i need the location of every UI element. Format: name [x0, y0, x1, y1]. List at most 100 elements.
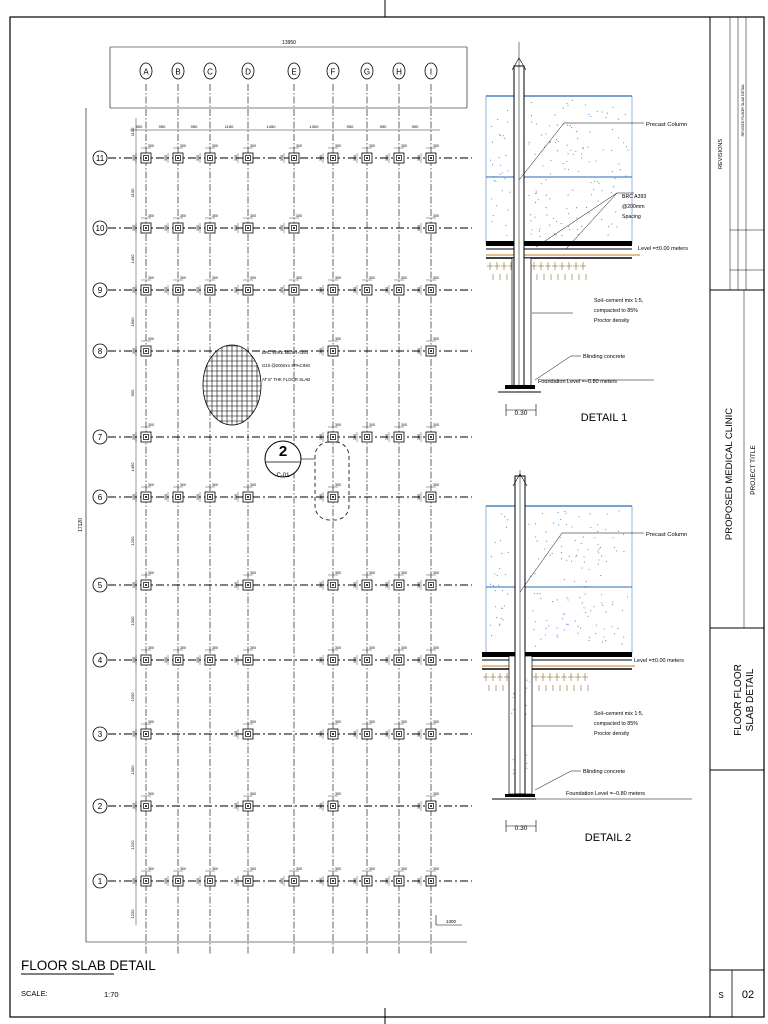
stipple-dot: [551, 552, 553, 555]
column-center: [177, 157, 179, 159]
stipple-dot: [605, 560, 608, 562]
pad-dim-text: 300: [401, 276, 407, 280]
stipple-dot: [576, 207, 578, 209]
stipple-dot: [615, 211, 617, 213]
top-spacing-text: 900: [412, 124, 419, 129]
stipple-dot: [491, 198, 493, 200]
row-label-10: 10: [96, 224, 105, 233]
drawing-title-line-2: SLAB DETAIL: [745, 668, 756, 731]
pad-dim-text-v: 300: [196, 878, 200, 884]
column-bubble-I: [424, 62, 438, 80]
top-spacing-text: 1450: [267, 124, 277, 129]
pad-dim-text-v: 300: [164, 287, 168, 293]
column-center: [145, 659, 147, 661]
pad-dim-text: 300: [433, 214, 439, 218]
row-spacing-text: 1800: [130, 317, 135, 327]
stipple-dot: [566, 597, 568, 599]
pad-dim-text: 300: [335, 571, 341, 575]
stipple-dot: [549, 198, 551, 200]
column-center: [332, 157, 334, 159]
column-label-D: D: [245, 68, 251, 77]
stipple-dot: [549, 554, 551, 556]
detail1-soil-hatch: [487, 262, 587, 280]
column-center: [247, 805, 249, 807]
stipple-dot: [588, 569, 590, 571]
pad-dim-text-v: 300: [132, 225, 136, 231]
stipple-dot: [576, 229, 579, 231]
stipple-dot: [583, 561, 585, 563]
scale-label: SCALE:: [21, 989, 48, 998]
detail2-foundation-label: Foundation Level =–0.80 meters: [566, 791, 645, 797]
detail1-blinding: [505, 385, 535, 389]
pad-dim-text-v: 300: [319, 287, 323, 293]
pad-dim-text-v: 300: [164, 225, 168, 231]
pad-dim-text-v: 300: [196, 494, 200, 500]
stipple-dot: [597, 563, 599, 565]
stipple-dot: [539, 593, 541, 595]
stipple-dot: [499, 173, 501, 175]
scale-value: 1:70: [104, 990, 119, 999]
row-bubble-6: [92, 489, 108, 505]
stipple-dot: [541, 134, 543, 136]
column-center: [366, 880, 368, 882]
detail2-blinding-label: Blinding concrete: [583, 769, 625, 775]
pad-dim-text-v: 300: [417, 657, 421, 663]
pad-dim-text-v: 300: [417, 287, 421, 293]
pad-dim-text: 300: [148, 144, 154, 148]
stipple-dot: [490, 624, 492, 626]
pad-dim-text: 300: [335, 646, 341, 650]
stipple-dot: [563, 629, 566, 631]
stipple-dot: [504, 574, 506, 576]
stipple-dot: [561, 234, 563, 237]
stipple-dot: [538, 230, 541, 232]
pad-dim-text-v: 300: [164, 878, 168, 884]
detail1-column-leader: [518, 122, 644, 181]
column-center: [366, 659, 368, 661]
stipple-dot: [545, 540, 548, 542]
pad-dim-text-v: 300: [234, 225, 238, 231]
stipple-dot: [597, 543, 599, 546]
stipple-dot: [575, 586, 577, 588]
column-bubble-D: [241, 62, 255, 80]
stipple-dot: [534, 216, 536, 218]
stipple-dot: [569, 229, 571, 231]
stipple-dot: [525, 704, 527, 707]
stipple-dot: [595, 160, 597, 162]
stipple-dot: [597, 524, 599, 526]
stipple-dot: [585, 612, 587, 614]
pad-dim-text-v: 300: [385, 657, 389, 663]
detail2-column-leader: [519, 532, 644, 593]
pad-dim-text: 300: [250, 214, 256, 218]
stipple-dot: [613, 546, 615, 549]
revision-text: REVISED FLOOR SLAB DETAIL: [741, 84, 745, 137]
stipple-dot: [612, 601, 614, 603]
stipple-dot: [496, 574, 498, 577]
stipple-dot: [602, 604, 604, 606]
stipple-dot: [555, 138, 557, 140]
pad-dim-text-v: 300: [353, 731, 357, 737]
pad-dim-text-v: 300: [385, 582, 389, 588]
pad-dim-text-v: 300: [132, 287, 136, 293]
stipple-dot: [495, 606, 497, 608]
stipple-dot: [535, 192, 537, 194]
stipple-dot: [601, 111, 603, 113]
detail2-soil-line-2: compacted to 85%: [594, 721, 638, 727]
stipple-dot: [545, 531, 547, 533]
stipple-dot: [528, 141, 530, 143]
stipple-dot: [494, 541, 496, 543]
stipple-dot: [556, 150, 558, 152]
column-center: [247, 289, 249, 291]
row-label-9: 9: [98, 286, 103, 295]
stipple-dot: [502, 619, 504, 621]
stipple-dot: [548, 625, 550, 627]
pad-dim-text: 300: [401, 144, 407, 148]
column-center: [177, 496, 179, 498]
row-label-1: 1: [98, 877, 103, 886]
stipple-dot: [623, 196, 625, 199]
stipple-dot: [566, 144, 568, 146]
pad-dim-text-v: 300: [234, 803, 238, 809]
detail1-brc-line-1: BRC A393: [622, 194, 646, 200]
stipple-dot: [537, 558, 539, 560]
stipple-dot: [537, 199, 539, 201]
stipple-dot: [618, 118, 620, 120]
